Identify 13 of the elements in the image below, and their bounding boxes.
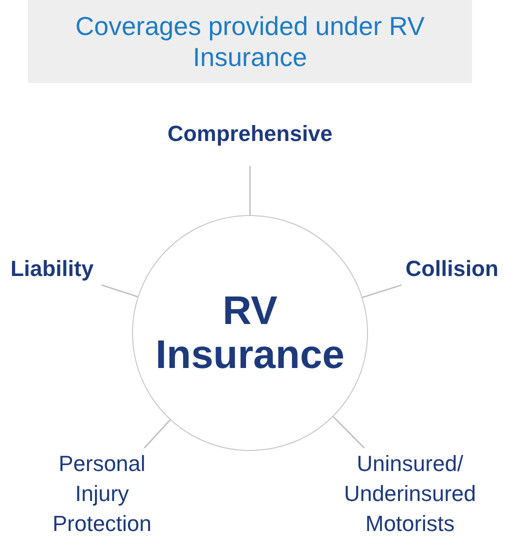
coverage-label: Liability [10,255,94,283]
coverage-label: Collision [406,255,498,283]
connector-line [101,284,138,298]
coverage-label: Personal Injury Protection [51,450,153,538]
center-label: RV Insurance [154,289,346,377]
coverage-label: Uninsured/ Underinsured Motorists [342,450,478,538]
circle-node [132,215,368,451]
connector-line [332,416,365,448]
title: Coverages provided under RV Insurance [74,10,426,72]
coverage-label: Comprehensive [167,120,333,148]
connector-line [144,419,171,448]
connector-line [249,166,251,215]
connector-line [362,284,402,298]
